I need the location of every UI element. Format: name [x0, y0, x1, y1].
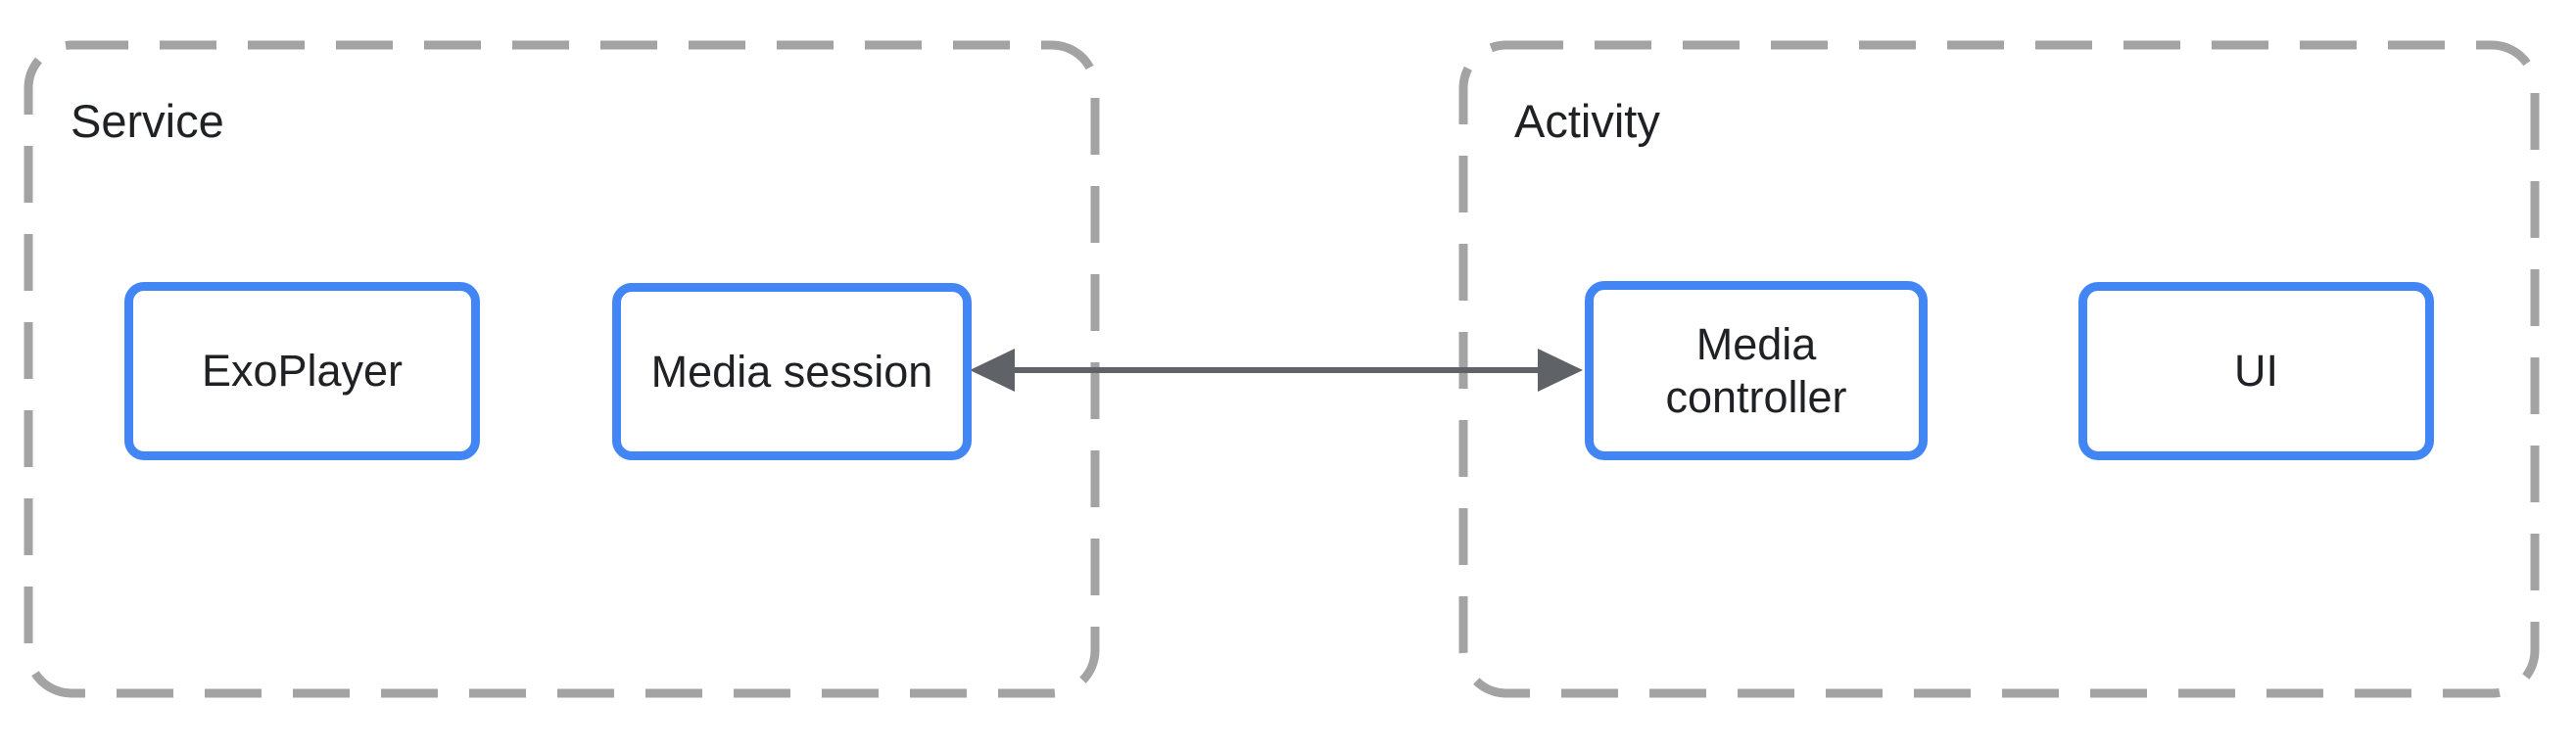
node-media-session: Media session [612, 283, 972, 460]
node-ui: UI [2078, 282, 2434, 460]
node-media-controller: Media controller [1585, 281, 1928, 460]
service-container-label: Service [71, 95, 224, 147]
activity-container-label: Activity [1514, 95, 1660, 147]
bidirectional-arrow [970, 349, 1583, 392]
arrowhead-right-icon [1538, 349, 1583, 392]
node-exoplayer: ExoPlayer [124, 282, 480, 460]
arrowhead-left-icon [970, 349, 1015, 392]
